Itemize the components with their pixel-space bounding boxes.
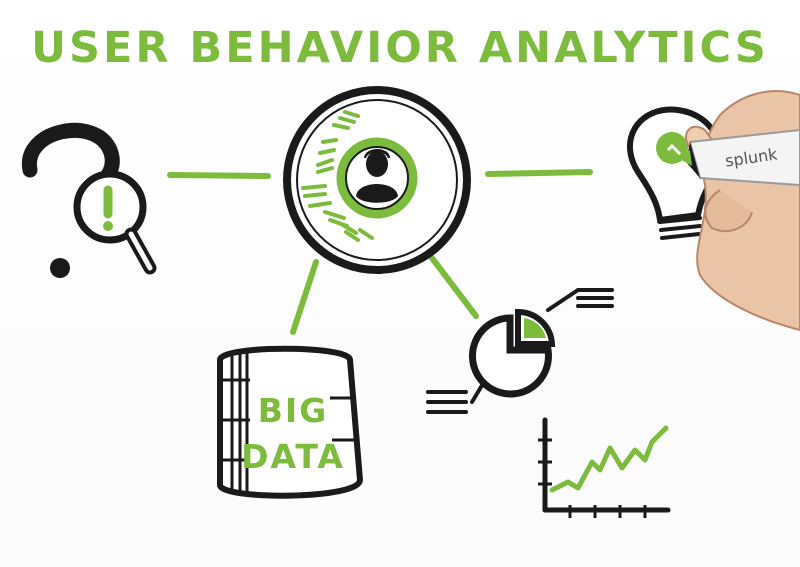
connector-down-left	[290, 259, 319, 335]
connector-right	[485, 169, 593, 177]
connector-down-right	[429, 255, 479, 319]
connector-left	[167, 172, 271, 179]
connector-lines	[167, 169, 593, 335]
database-label-line1: BIG	[258, 391, 329, 430]
hand-with-marker: splunk	[678, 90, 800, 332]
marker-pen: splunk	[678, 128, 800, 187]
user-profile-icon	[283, 86, 471, 274]
database-icon: BIG DATA	[217, 345, 364, 499]
activity-arcs	[301, 110, 374, 242]
diagram-title: USER BEHAVIOR ANALYTICS	[31, 23, 769, 73]
magnifying-glass-icon	[73, 170, 157, 275]
database-label-line2: DATA	[241, 437, 345, 476]
pie-chart-icon	[426, 288, 614, 414]
user-silhouette	[356, 149, 398, 203]
line-chart-icon	[538, 417, 671, 518]
